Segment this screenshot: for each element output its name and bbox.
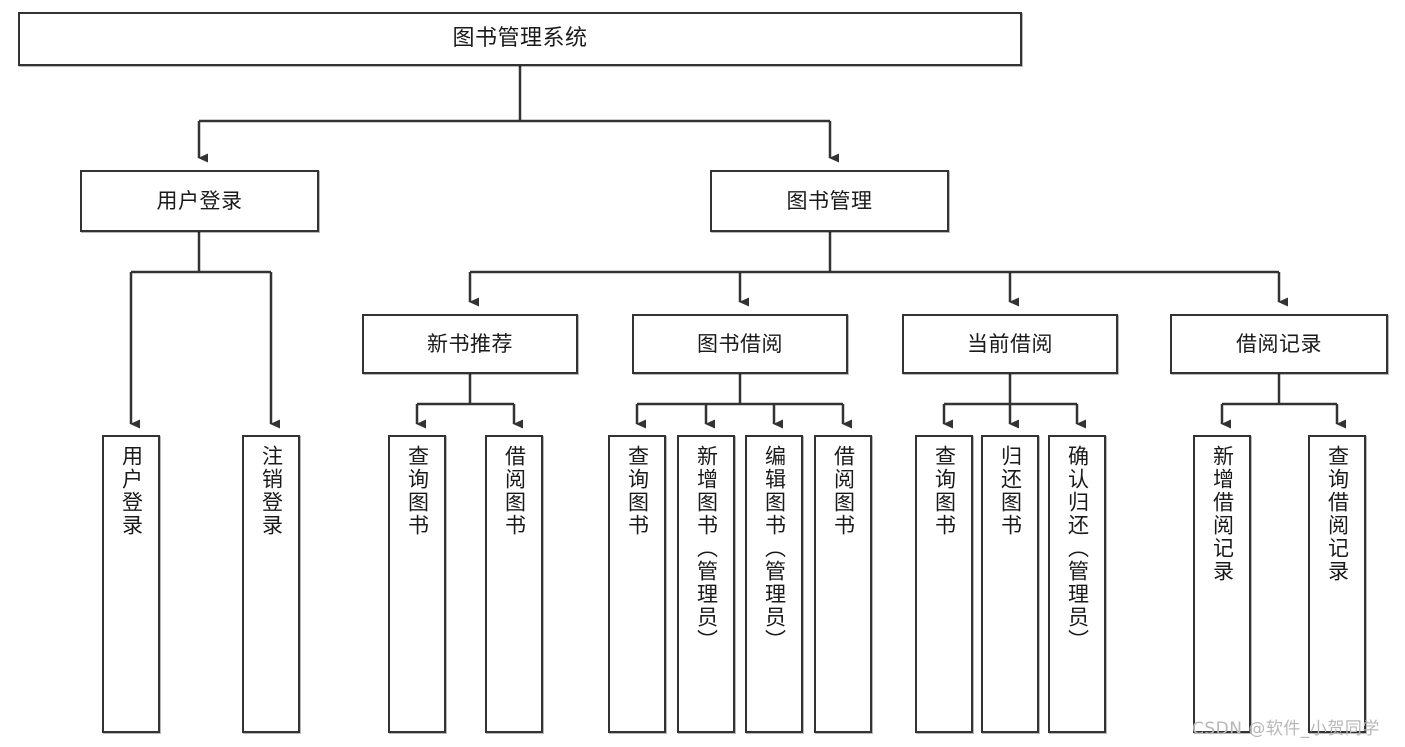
node-leaf-confirm-return-label: 确认归还（管理员） bbox=[1065, 445, 1090, 652]
node-user-login-label: 用户登录 bbox=[156, 188, 243, 213]
csdn-watermark: CSDN @软件_小贺同学 bbox=[1192, 719, 1380, 739]
node-leaf-query-book-2-label: 查询图书 bbox=[625, 445, 650, 537]
node-leaf-user-logout-label: 注销登录 bbox=[259, 445, 284, 537]
node-user-login[interactable]: 用户登录 bbox=[80, 170, 319, 232]
node-leaf-borrow-book-1-label: 借阅图书 bbox=[502, 445, 527, 537]
node-book-borrow-label: 图书借阅 bbox=[697, 331, 783, 356]
node-leaf-return-book[interactable]: 归还图书 bbox=[981, 435, 1039, 733]
node-new-book-recommend-label: 新书推荐 bbox=[427, 331, 513, 356]
node-borrow-record[interactable]: 借阅记录 bbox=[1170, 314, 1388, 374]
node-book-manage-label: 图书管理 bbox=[786, 188, 873, 213]
node-leaf-borrow-book-2-label: 借阅图书 bbox=[831, 445, 856, 537]
node-leaf-query-book-1-label: 查询图书 bbox=[405, 445, 430, 537]
node-leaf-edit-book[interactable]: 编辑图书（管理员） bbox=[745, 435, 803, 733]
node-leaf-add-record[interactable]: 新增借阅记录 bbox=[1193, 435, 1251, 733]
node-leaf-user-logout[interactable]: 注销登录 bbox=[242, 435, 300, 733]
node-current-borrow-label: 当前借阅 bbox=[967, 331, 1053, 356]
node-leaf-borrow-book-1[interactable]: 借阅图书 bbox=[485, 435, 543, 733]
node-leaf-query-record-label: 查询借阅记录 bbox=[1325, 445, 1350, 583]
node-leaf-add-record-label: 新增借阅记录 bbox=[1210, 445, 1235, 583]
node-leaf-return-book-label: 归还图书 bbox=[998, 445, 1023, 537]
node-leaf-query-record[interactable]: 查询借阅记录 bbox=[1308, 435, 1366, 733]
node-new-book-recommend[interactable]: 新书推荐 bbox=[362, 314, 578, 374]
node-root-system[interactable]: 图书管理系统 bbox=[18, 12, 1022, 66]
node-leaf-edit-book-label: 编辑图书（管理员） bbox=[762, 445, 787, 652]
node-leaf-user-login-label: 用户登录 bbox=[119, 445, 144, 537]
node-borrow-record-label: 借阅记录 bbox=[1236, 331, 1322, 356]
node-current-borrow[interactable]: 当前借阅 bbox=[902, 314, 1118, 374]
node-root-system-label: 图书管理系统 bbox=[452, 26, 588, 52]
node-book-manage[interactable]: 图书管理 bbox=[710, 170, 949, 232]
node-leaf-borrow-book-2[interactable]: 借阅图书 bbox=[814, 435, 872, 733]
node-leaf-confirm-return[interactable]: 确认归还（管理员） bbox=[1048, 435, 1106, 733]
node-leaf-add-book[interactable]: 新增图书（管理员） bbox=[677, 435, 735, 733]
node-leaf-query-book-2[interactable]: 查询图书 bbox=[608, 435, 666, 733]
node-leaf-add-book-label: 新增图书（管理员） bbox=[694, 445, 719, 652]
node-leaf-query-book-1[interactable]: 查询图书 bbox=[388, 435, 446, 733]
node-book-borrow[interactable]: 图书借阅 bbox=[632, 314, 848, 374]
node-leaf-user-login[interactable]: 用户登录 bbox=[102, 435, 160, 733]
node-leaf-query-book-3-label: 查询图书 bbox=[932, 445, 957, 537]
node-leaf-query-book-3[interactable]: 查询图书 bbox=[915, 435, 973, 733]
